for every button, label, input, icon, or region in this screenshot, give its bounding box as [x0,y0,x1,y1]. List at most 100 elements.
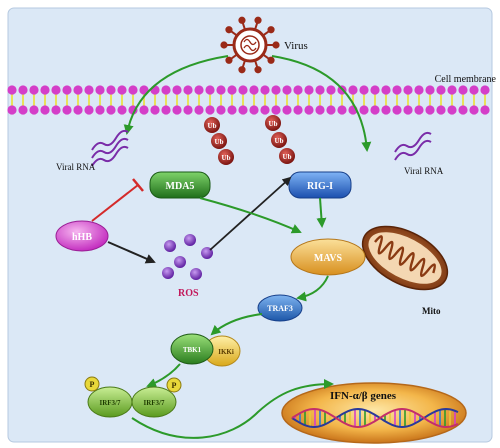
membrane-bead [304,105,314,115]
hhb-inhibits-mda5 [91,184,139,222]
membrane-bead [216,85,226,95]
ros-cluster [162,234,213,280]
irf-label-a: IRF3/7 [100,399,122,407]
viral-rna-left-icon [91,129,129,167]
viral-rna-right-label: Viral RNA [404,166,444,176]
viral-rna-left-label: Viral RNA [56,162,96,172]
membrane-bead [216,105,226,115]
membrane-bead [425,85,435,95]
membrane-bead [205,105,215,115]
membrane-bead [392,85,402,95]
membrane-bead [436,85,446,95]
membrane-bead [414,85,424,95]
membrane-bead [403,105,413,115]
membrane-label: Cell membrane [435,74,497,85]
membrane-bead [29,85,39,95]
membrane-bead [172,85,182,95]
membrane-bead [205,85,215,95]
membrane-bead [293,105,303,115]
membrane-bead [271,105,281,115]
membrane-bead [51,85,61,95]
membrane-bead [172,105,182,115]
virus-icon [220,16,280,74]
virus-spike [267,26,275,34]
virus-to-rigi-arrow [271,55,372,152]
membrane-bead [326,85,336,95]
membrane-bead [480,105,490,115]
membrane-bead [458,105,468,115]
phospho-label-a: P [90,380,95,389]
tbk1-to-irf-arrow [146,363,181,388]
membrane-bead [304,85,314,95]
membrane-bead [392,105,402,115]
ros-label: ROS [178,288,199,299]
membrane-bead [469,85,479,95]
mda5-to-mavs-arrow [199,197,302,234]
ub-label: Ub [275,137,284,145]
tbk1-label: TBK1 [183,346,202,354]
membrane-bead [40,105,50,115]
ub-label: Ub [208,122,217,130]
membrane-bead [7,105,17,115]
traf3-to-tbk1-arrow [210,313,263,336]
virus-spike [220,41,228,49]
membrane-bead [7,85,17,95]
membrane-bead [84,105,94,115]
membrane-bead [447,85,457,95]
cell-background [7,7,493,443]
irf-to-genes-arrow [131,379,334,439]
membrane-bead [403,85,413,95]
tbk1-node [170,333,214,365]
genes-label: IFN-α/β genes [330,390,397,402]
ub-label: Ub [222,154,231,162]
mavs-to-traf3-arrow [296,275,329,302]
inhibition-bar [132,178,144,192]
membrane-bead [315,85,325,95]
mavs-node [290,238,366,276]
mito-label: Mito [422,306,441,316]
membrane-bead [183,105,193,115]
virus-spike [254,66,262,74]
nucleus [281,382,467,444]
membrane-bead [29,105,39,115]
membrane-bead [458,85,468,95]
membrane-bead [249,85,259,95]
ub-chain-mda5: Ub Ub Ub [204,117,234,165]
membrane-bead [194,85,204,95]
membrane-bead [18,85,28,95]
membrane-bead [117,85,127,95]
membrane-bead [106,85,116,95]
mitochondrion-icon [361,225,449,291]
membrane-bead [370,85,380,95]
hhb-node [55,220,109,252]
virus-spike [254,16,262,24]
traf3-label: TRAF3 [267,304,293,313]
ub-label: Ub [269,120,278,128]
membrane-bead [150,105,160,115]
phospho-icon-b [166,377,182,393]
membrane-bead [95,105,105,115]
virus-spike [225,26,233,34]
phospho-label-b: P [172,381,177,390]
membrane-bead [359,105,369,115]
membrane-bead [117,105,127,115]
irf-label-b: IRF3/7 [144,399,166,407]
membrane-bead [381,85,391,95]
mavs-label: MAVS [314,253,343,264]
membrane-bead [414,105,424,115]
membrane-bead [95,85,105,95]
hhb-to-ros-arrow [107,241,156,264]
virus-spike [238,16,246,24]
virus-spike [238,66,246,74]
virus-spike [272,41,280,49]
membrane-bead [293,85,303,95]
membrane-bead [18,105,28,115]
membrane-bead [128,85,138,95]
membrane-bead [227,105,237,115]
membrane-bead [480,85,490,95]
membrane-bead [337,105,347,115]
ros-to-rigi-arrow [209,176,292,251]
irf-node-b [131,386,177,418]
rigi-label: RIG-I [307,181,333,192]
